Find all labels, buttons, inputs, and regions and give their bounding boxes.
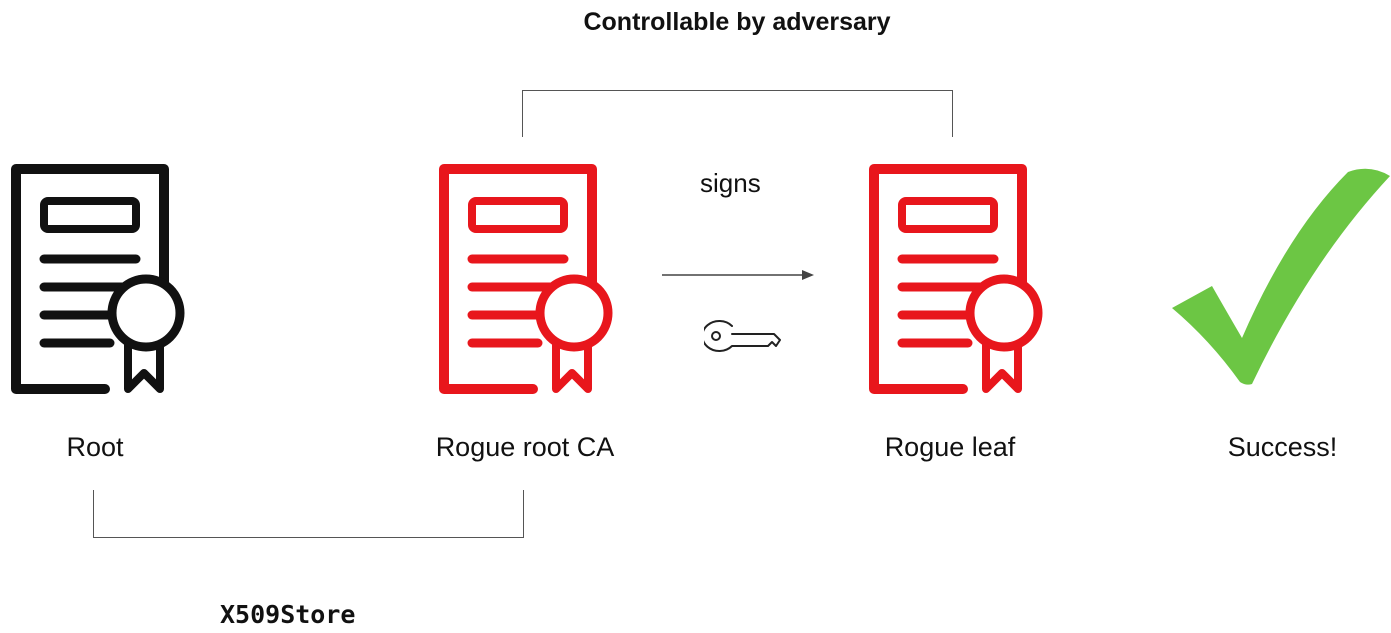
diagram-title: Controllable by adversary [583,8,891,36]
checkmark-icon [1172,168,1390,385]
adversary-bracket [522,90,953,137]
signs-label: signs [700,168,761,198]
key-icon [704,320,781,352]
rogue-root-ca-label: Rogue root CA [435,432,615,462]
x509store-bracket [93,490,524,538]
root-label: Root [66,432,124,462]
x509store-label: X509Store [220,600,356,629]
root-certificate-icon [11,164,185,394]
rogue-leaf-label: Rogue leaf [884,432,1016,462]
signs-arrow [662,270,814,280]
rogue-leaf-certificate-icon [869,164,1043,394]
success-label: Success! [1227,432,1338,462]
rogue-root-ca-certificate-icon [439,164,613,394]
